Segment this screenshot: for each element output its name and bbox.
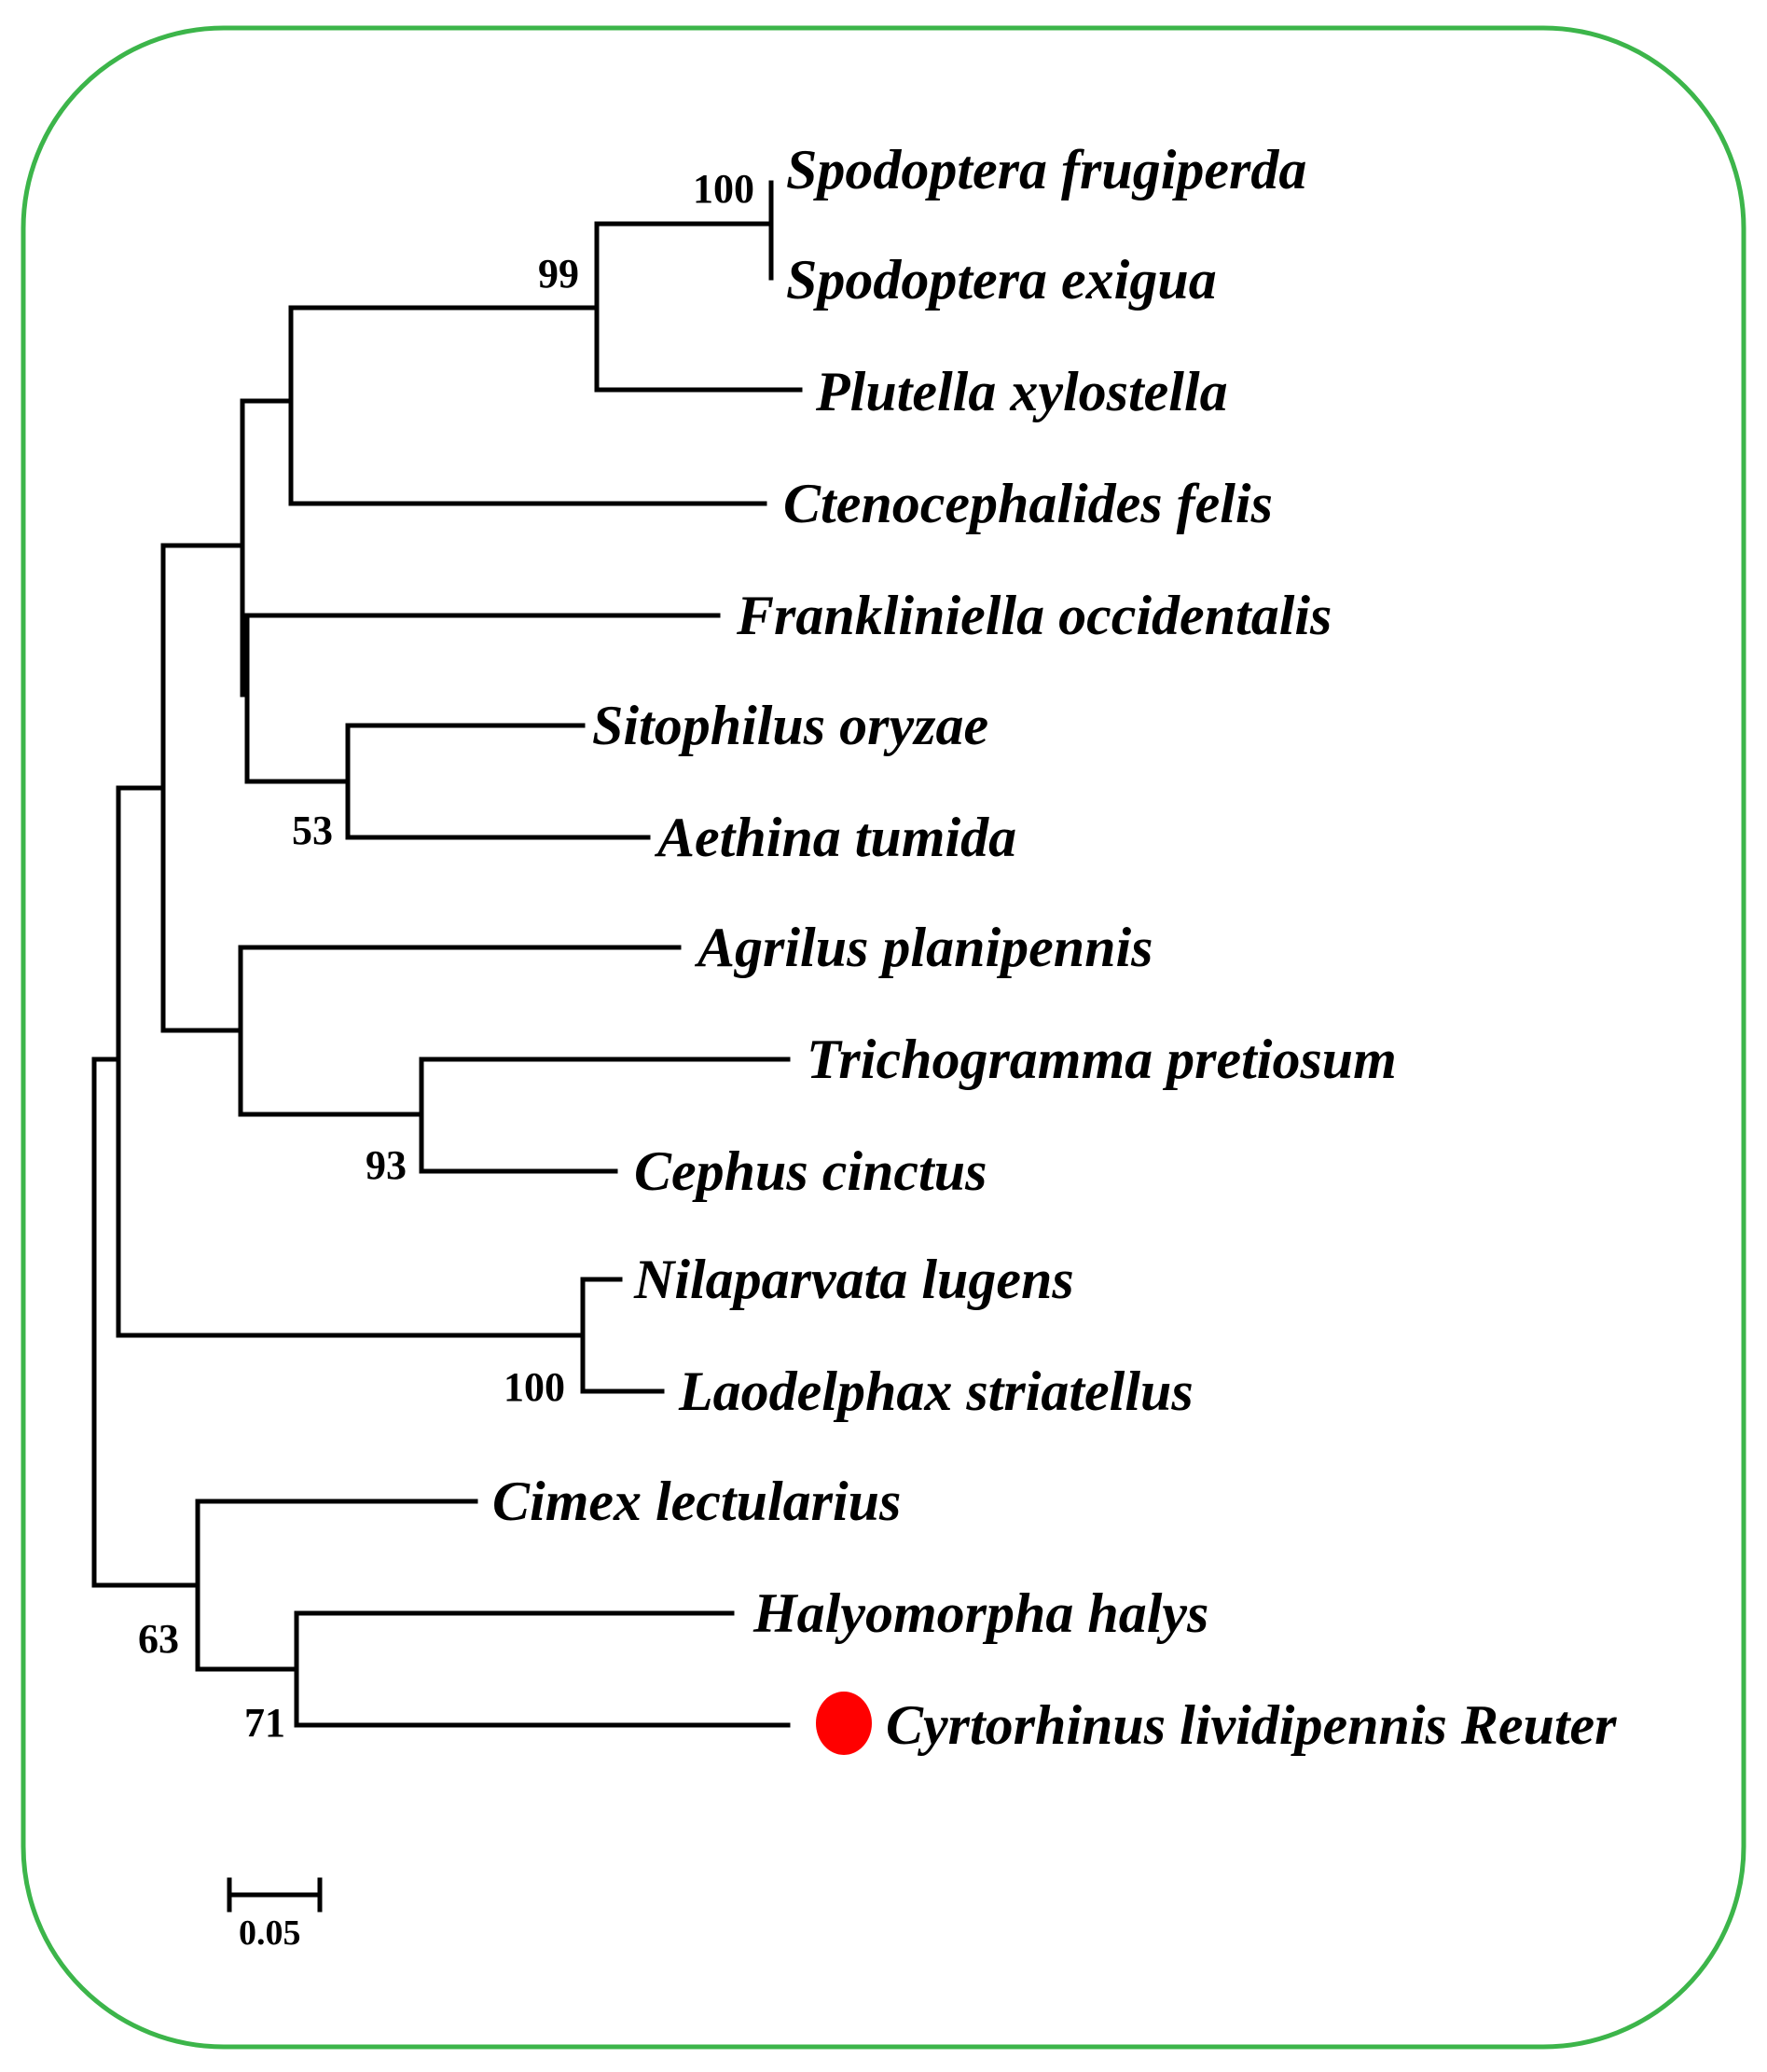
taxon-label: Nilaparvata lugens — [633, 1249, 1074, 1310]
taxon-label: Ctenocephalides felis — [783, 473, 1273, 534]
bootstrap-value: 63 — [138, 1616, 179, 1662]
taxon-label: Aethina tumida — [654, 807, 1016, 868]
branch-sitophilus-aethina — [244, 723, 651, 840]
scale-bar: 0.05 — [227, 1877, 323, 1953]
taxon-label: Trichogramma pretiosum — [807, 1029, 1397, 1090]
branch-heteroptera — [91, 1057, 791, 1728]
branches — [91, 180, 803, 1728]
bootstrap-value: 53 — [292, 808, 333, 853]
taxon-label: Cephus cinctus — [634, 1140, 987, 1202]
taxon-label-highlighted: Cyrtorhinus lividipennis Reuter — [886, 1694, 1617, 1756]
bootstrap-value: 99 — [538, 251, 579, 297]
taxon-label: Sitophilus oryzae — [592, 695, 988, 756]
taxon-label: Halyomorpha halys — [752, 1582, 1208, 1644]
scale-bar-label: 0.05 — [239, 1913, 301, 1953]
taxon-label: Frankliniella occidentalis — [736, 585, 1332, 646]
bootstrap-value: 100 — [504, 1364, 565, 1410]
branch-trichogramma-cephus — [419, 1057, 791, 1174]
highlight-dot-icon — [816, 1692, 872, 1755]
tree-frame — [21, 25, 1746, 2050]
taxon-label: Spodoptera frugiperda — [786, 139, 1306, 200]
taxon-label: Spodoptera exigua — [786, 249, 1217, 311]
branch-ctenocephalides — [240, 305, 767, 506]
bootstrap-value: 93 — [366, 1142, 407, 1188]
taxon-label: Laodelphax striatellus — [678, 1361, 1194, 1422]
branch-lepidoptera — [288, 221, 803, 393]
taxon-labels: Spodoptera frugiperda Spodoptera exigua … — [492, 139, 1617, 1756]
scale-bar-line — [227, 1877, 323, 1913]
taxon-label: Agrilus planipennis — [694, 917, 1153, 978]
branch-inner-clade — [160, 398, 721, 784]
bootstrap-value: 100 — [693, 166, 754, 212]
branch-spodoptera-pair — [594, 180, 774, 281]
bootstrap-value: 71 — [244, 1700, 285, 1746]
taxon-label: Plutella xylostella — [815, 361, 1228, 422]
taxon-label: Cimex lectularius — [492, 1471, 901, 1532]
bootstrap-values: 100 99 53 93 100 63 71 — [138, 166, 754, 1746]
